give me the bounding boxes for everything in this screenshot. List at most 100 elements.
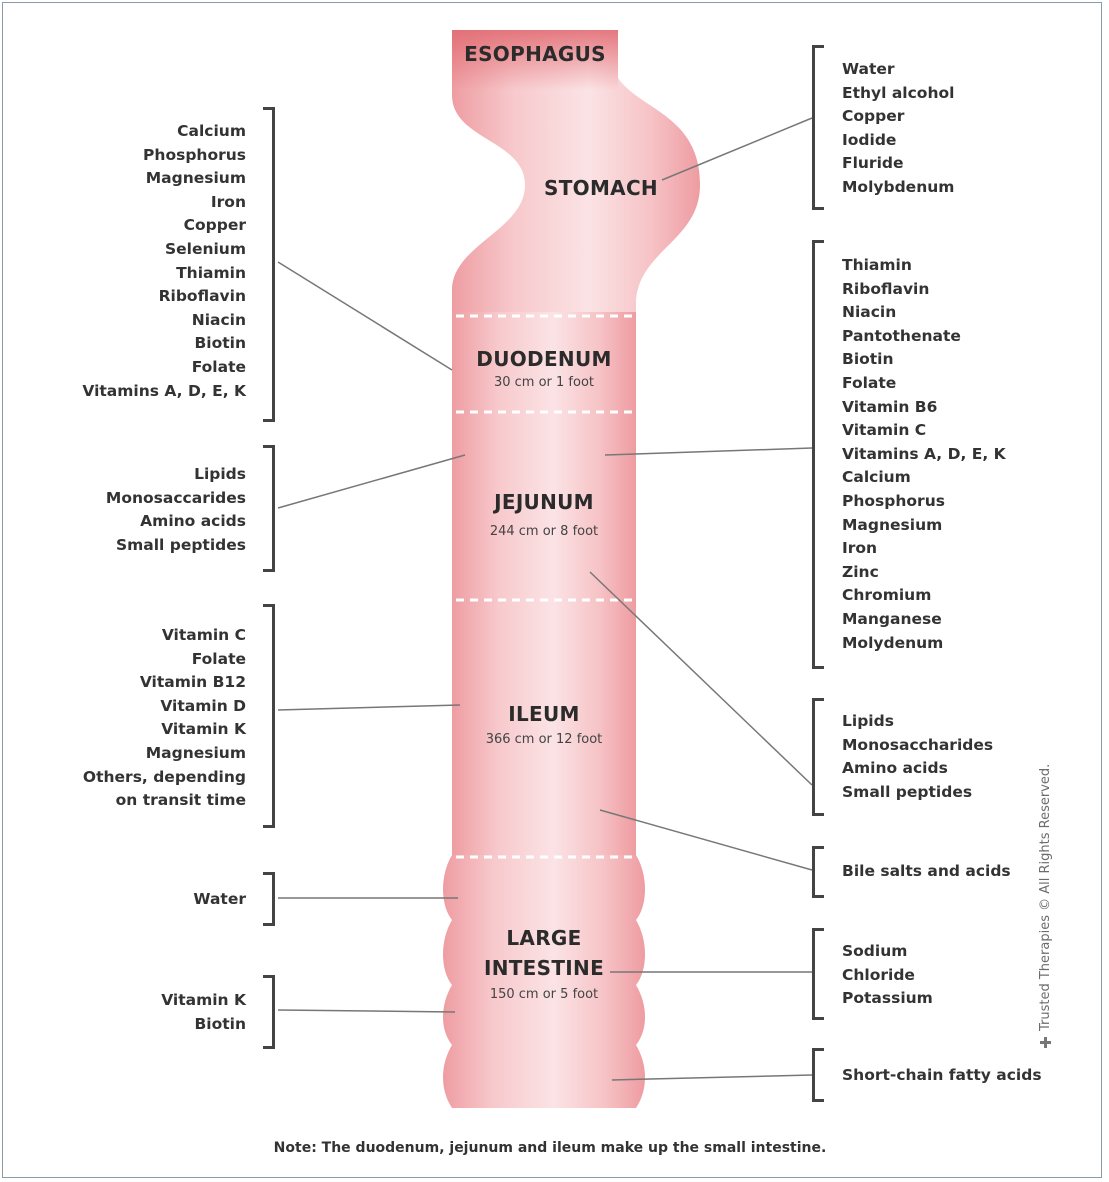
nutrient-item: Riboflavin (842, 278, 1006, 302)
electrolytes-bracket (812, 928, 824, 1020)
nutrient-item: Vitamin B6 (842, 396, 1006, 420)
leader-jejunum-left (278, 455, 465, 508)
nutrient-item: Chloride (842, 964, 933, 988)
nutrient-item: Magnesium (842, 514, 1006, 538)
nutrient-item: Molydenum (842, 632, 1006, 656)
large-intestine-label-line1: LARGE (452, 926, 636, 950)
duodenum-label: DUODENUM (452, 347, 636, 371)
nutrient-item: Manganese (842, 608, 1006, 632)
cross-logo-icon (1040, 1037, 1051, 1048)
nutrient-item: Iron (842, 537, 1006, 561)
nutrient-item: Amino acids (842, 757, 993, 781)
nutrient-item: Fluride (842, 152, 954, 176)
nutrient-item: Small peptides (842, 781, 993, 805)
nutrient-item: Lipids (106, 463, 246, 487)
nutrient-item: Vitamins A, D, E, K (82, 380, 246, 404)
nutrient-item: Calcium (842, 466, 1006, 490)
nutrient-item: Magnesium (82, 167, 246, 191)
nutrient-item: Magnesium (83, 742, 246, 766)
duodenum-bracket (263, 107, 275, 422)
bile-bracket (812, 846, 824, 898)
nutrient-item: Vitamin B12 (83, 671, 246, 695)
nutrient-item: Short-chain fatty acids (842, 1064, 1042, 1088)
bile-list: Bile salts and acids (842, 860, 1011, 884)
nutrient-item: Monosaccharides (842, 734, 993, 758)
nutrient-item: Biotin (82, 332, 246, 356)
large-vitamins-bracket (263, 975, 275, 1049)
ileum-bracket (263, 604, 275, 828)
nutrient-item: Iron (82, 191, 246, 215)
nutrient-item: Zinc (842, 561, 1006, 585)
nutrient-item: Vitamin D (83, 695, 246, 719)
nutrient-item: Calcium (82, 120, 246, 144)
nutrient-item: Vitamin K (161, 989, 246, 1013)
nutrient-item: Copper (82, 214, 246, 238)
leader-ileum-left (278, 705, 460, 710)
nutrient-item: Pantothenate (842, 325, 1006, 349)
nutrient-item: Bile salts and acids (842, 860, 1011, 884)
nutrient-item: Selenium (82, 238, 246, 262)
large-intestine-shape (443, 855, 645, 1108)
nutrient-item: Vitamin C (83, 624, 246, 648)
nutrient-item: Thiamin (82, 262, 246, 286)
ileum-right-bracket (812, 698, 824, 816)
nutrient-item: Thiamin (842, 254, 1006, 278)
large-water-bracket (263, 872, 275, 926)
nutrient-item: Water (842, 58, 954, 82)
nutrient-item: Iodide (842, 129, 954, 153)
fatty-acids-list: Short-chain fatty acids (842, 1064, 1042, 1088)
esophagus-label: ESOPHAGUS (452, 42, 618, 66)
nutrient-item: Amino acids (106, 510, 246, 534)
large-intestine-length: 150 cm or 5 foot (452, 987, 636, 1002)
nutrient-item: Phosphorus (842, 490, 1006, 514)
stomach-label: STOMACH (520, 176, 682, 200)
large-intestine-label-line2: INTESTINE (452, 956, 636, 980)
nutrient-item: Potassium (842, 987, 933, 1011)
duodenum-length: 30 cm or 1 foot (452, 375, 636, 390)
nutrient-item: Phosphorus (82, 144, 246, 168)
nutrient-item: Folate (842, 372, 1006, 396)
nutrient-item: Folate (83, 648, 246, 672)
nutrient-item: Ethyl alcohol (842, 82, 954, 106)
jejunum-length: 244 cm or 8 foot (452, 524, 636, 539)
jejunum-label: JEJUNUM (452, 490, 636, 514)
nutrient-item: Vitamin K (83, 718, 246, 742)
footnote: Note: The duodenum, jejunum and ileum ma… (0, 1140, 1100, 1156)
ileum-label: ILEUM (452, 702, 636, 726)
copyright-credit: Trusted Therapies © All Rights Reserved. (1038, 764, 1053, 1048)
leader-jejunum-right (605, 448, 812, 455)
nutrient-item: Monosaccarides (106, 487, 246, 511)
nutrient-item: Lipids (842, 710, 993, 734)
jejunum-right-bracket (812, 240, 824, 669)
nutrient-item: Niacin (82, 309, 246, 333)
nutrient-item: Others, depending (83, 766, 246, 790)
nutrient-item: Niacin (842, 301, 1006, 325)
nutrient-item: Sodium (842, 940, 933, 964)
small-intestine-shape (452, 312, 636, 860)
nutrient-item: Biotin (161, 1013, 246, 1037)
nutrient-item: Vitamins A, D, E, K (842, 443, 1006, 467)
nutrient-item: Chromium (842, 584, 1006, 608)
copyright-text: Trusted Therapies © All Rights Reserved. (1038, 764, 1053, 1031)
nutrient-item: Copper (842, 105, 954, 129)
nutrient-item: Riboflavin (82, 285, 246, 309)
leader-vitk-left (278, 1010, 455, 1012)
nutrient-item: Small peptides (106, 534, 246, 558)
leader-duodenum-left (278, 262, 452, 370)
nutrient-item: Molybdenum (842, 176, 954, 200)
nutrient-item: Folate (82, 356, 246, 380)
nutrient-item: Biotin (842, 348, 1006, 372)
ileum-length: 366 cm or 12 foot (452, 732, 636, 747)
large-water-list: Water (193, 888, 246, 912)
stomach-bracket (812, 45, 824, 210)
nutrient-item: on transit time (83, 789, 246, 813)
fatty-acids-bracket (812, 1048, 824, 1102)
